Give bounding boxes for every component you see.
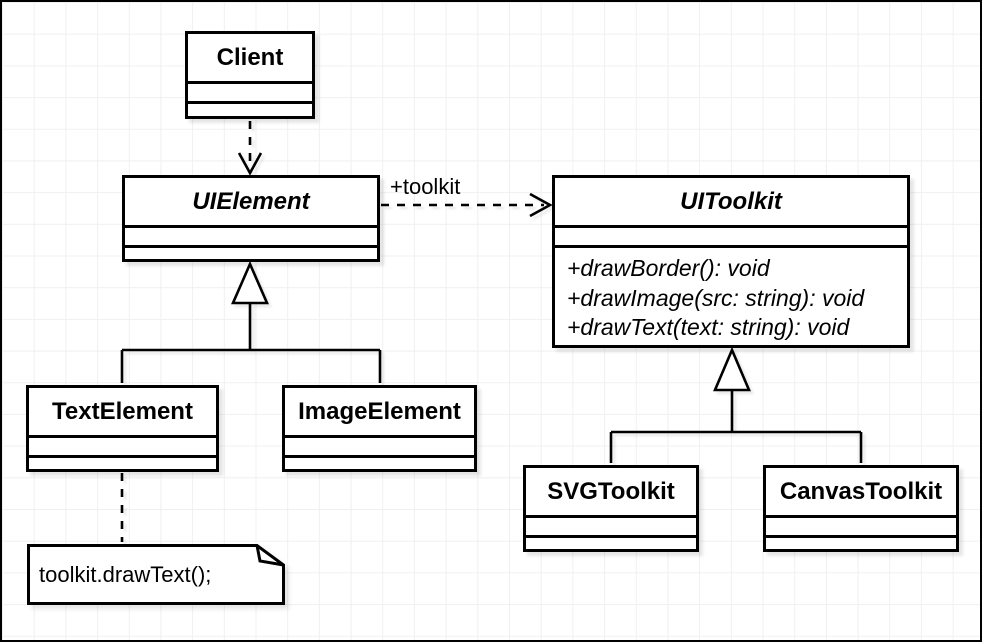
method-drawtext: +drawText(text: string): void: [567, 314, 850, 340]
class-uielement-title: UIElement: [192, 187, 310, 215]
method-drawimage: +drawImage(src: string): void: [567, 284, 865, 311]
generalization-edge-uielement[interactable]: [120, 260, 382, 383]
class-canvastoolkit-operations: [766, 535, 956, 549]
class-uitoolkit[interactable]: UIToolkit +drawBorder(): void +drawImage…: [552, 175, 910, 348]
class-imageelement-title: ImageElement: [298, 397, 461, 425]
hollow-triangle-icon: [231, 260, 269, 305]
class-uielement-attributes: [125, 225, 377, 245]
class-svgtoolkit-attributes: [526, 515, 696, 535]
class-client-title: Client: [216, 43, 284, 71]
class-canvastoolkit-attributes: [766, 515, 956, 535]
class-imageelement-operations: [285, 455, 474, 469]
class-imageelement-attributes: [285, 435, 474, 455]
class-client[interactable]: Client: [185, 31, 315, 119]
class-svgtoolkit-title: SVGToolkit: [547, 477, 675, 505]
class-uitoolkit-attributes: [555, 225, 907, 245]
class-uielement-operations: [125, 245, 377, 259]
class-textelement[interactable]: TextElement: [26, 385, 219, 472]
class-textelement-attributes: [29, 435, 216, 455]
note-outline: [27, 544, 285, 605]
note-toolkit-drawtext[interactable]: toolkit.drawText();: [27, 544, 285, 605]
class-uitoolkit-title: UIToolkit: [680, 187, 782, 215]
note-text: toolkit.drawText();: [39, 561, 212, 587]
hollow-triangle-icon: [713, 346, 751, 392]
class-canvastoolkit-title: CanvasToolkit: [779, 477, 943, 505]
class-textelement-title: TextElement: [52, 397, 193, 425]
class-textelement-operations: [29, 455, 216, 469]
dependency-edge-client-uielement[interactable]: [237, 121, 263, 176]
class-client-operations: [188, 101, 312, 116]
class-svgtoolkit[interactable]: SVGToolkit: [523, 465, 699, 552]
folded-corner-icon: [255, 545, 284, 567]
class-svgtoolkit-operations: [526, 535, 696, 549]
method-drawborder: +drawBorder(): void: [567, 255, 770, 281]
class-uitoolkit-operations: +drawBorder(): void +drawImage(src: stri…: [555, 245, 907, 345]
class-uielement[interactable]: UIElement: [122, 175, 380, 262]
association-edge-uielement-uitoolkit[interactable]: [381, 192, 553, 218]
generalization-edge-uitoolkit[interactable]: [609, 346, 863, 463]
class-imageelement[interactable]: ImageElement: [282, 385, 477, 472]
class-canvastoolkit[interactable]: CanvasToolkit: [763, 465, 959, 552]
class-client-attributes: [188, 81, 312, 101]
association-label-toolkit: +toolkit: [390, 174, 461, 199]
